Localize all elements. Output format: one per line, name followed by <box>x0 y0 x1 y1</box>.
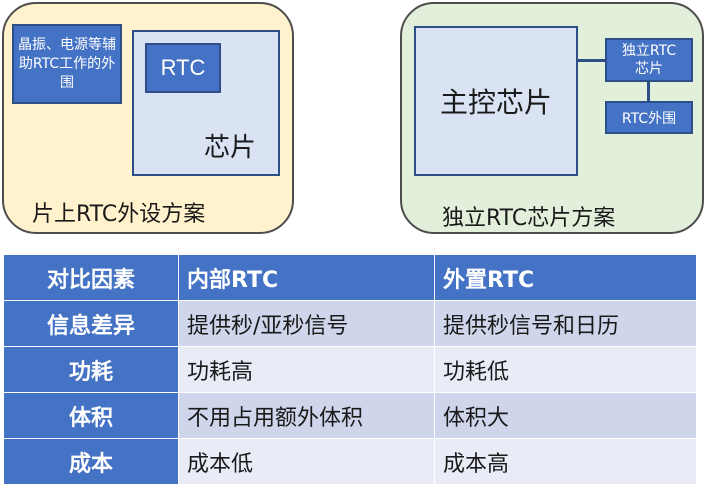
comparison-table: 对比因素 内部RTC 外置RTC 信息差异 提供秒/亚秒信号 提供秒信号和日历 … <box>3 254 697 485</box>
row-factor: 功耗 <box>3 346 179 393</box>
main-chip-label: 主控芯片 <box>439 86 552 119</box>
onchip-caption: 片上RTC外设方案 <box>32 202 206 227</box>
row-external: 功耗低 <box>434 346 697 393</box>
connector-rtc-to-periph <box>647 82 650 102</box>
row-factor: 体积 <box>3 392 179 439</box>
connector-main-to-rtc <box>578 59 605 62</box>
rtc-chip-block: 独立RTC芯片 <box>605 38 693 82</box>
row-external: 提供秒信号和日历 <box>434 300 697 347</box>
header-factor: 对比因素 <box>3 254 179 301</box>
row-external: 体积大 <box>434 392 697 439</box>
rtc-periph-label: RTC外围 <box>621 110 677 127</box>
row-internal: 功耗高 <box>178 346 435 393</box>
main-chip-block: 主控芯片 <box>414 26 578 176</box>
table-row: 信息差异 提供秒/亚秒信号 提供秒信号和日历 <box>3 300 697 347</box>
rtc-periph-block: RTC外围 <box>605 101 693 134</box>
standalone-caption: 独立RTC芯片方案 <box>442 206 616 231</box>
row-external: 成本高 <box>434 438 697 485</box>
rtc-peripheral-block: RTC <box>145 43 221 93</box>
header-internal-rtc: 内部RTC <box>178 254 435 301</box>
chip-label: 芯片 <box>203 133 256 163</box>
rtc-chip-label: 独立RTC芯片 <box>621 43 677 77</box>
row-internal: 提供秒/亚秒信号 <box>178 300 435 347</box>
row-factor: 信息差异 <box>3 300 179 347</box>
table-row: 体积 不用占用额外体积 体积大 <box>3 392 697 439</box>
table-row: 成本 成本低 成本高 <box>3 438 697 485</box>
row-internal: 成本低 <box>178 438 435 485</box>
aux-circuit-block: 晶振、电源等辅助RTC工作的外围 <box>12 24 122 104</box>
row-internal: 不用占用额外体积 <box>178 392 435 439</box>
rtc-label: RTC <box>160 55 206 80</box>
header-external-rtc: 外置RTC <box>434 254 697 301</box>
aux-circuit-label: 晶振、电源等辅助RTC工作的外围 <box>18 36 116 91</box>
row-factor: 成本 <box>3 438 179 485</box>
table-header-row: 对比因素 内部RTC 外置RTC <box>3 254 697 301</box>
table-row: 功耗 功耗高 功耗低 <box>3 346 697 393</box>
